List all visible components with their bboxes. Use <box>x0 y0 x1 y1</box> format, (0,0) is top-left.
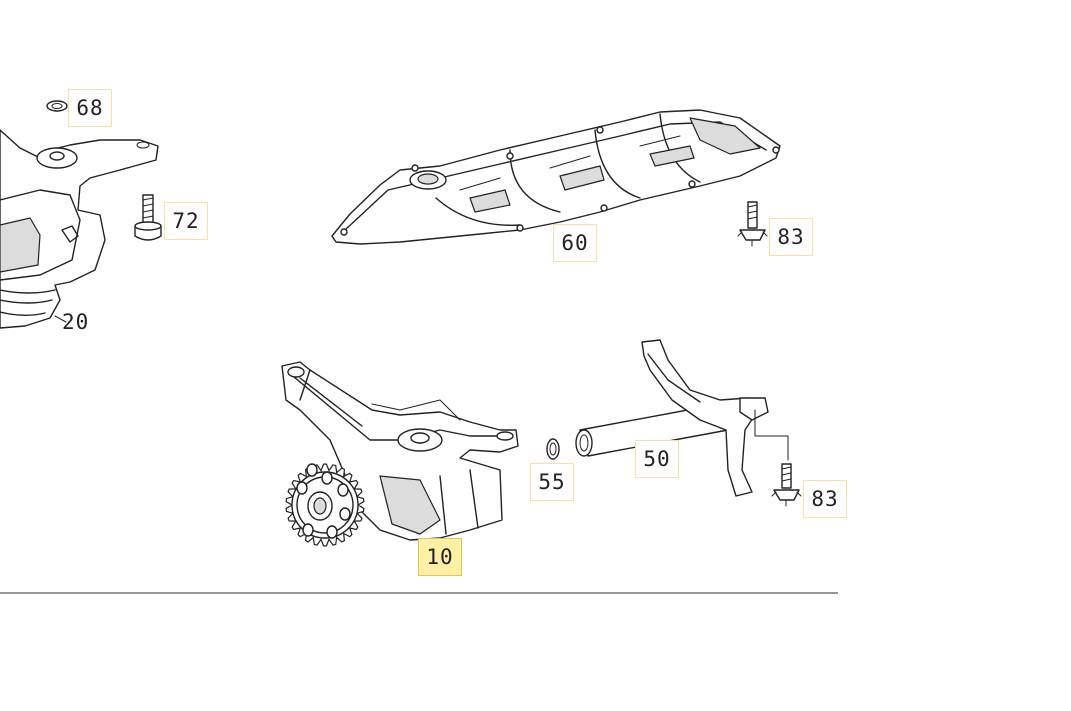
part-60-baffle-plate <box>331 109 781 245</box>
part-55-o-ring <box>546 438 560 460</box>
part-68-o-ring <box>46 100 68 112</box>
label-20[interactable]: 20 <box>62 310 90 334</box>
callout-83-bottom[interactable]: 83 <box>803 480 847 518</box>
callout-50[interactable]: 50 <box>635 440 679 478</box>
callout-55[interactable]: 55 <box>530 463 574 501</box>
part-72-bolt <box>134 194 162 241</box>
callout-10-selected[interactable]: 10 <box>418 538 462 576</box>
part-83-bolt-top <box>737 201 768 247</box>
callout-68[interactable]: 68 <box>68 89 112 127</box>
part-50-oil-suction-pipe <box>575 339 789 497</box>
part-83-bolt-bottom <box>771 463 802 507</box>
callout-60[interactable]: 60 <box>553 224 597 262</box>
callout-83-top[interactable]: 83 <box>769 218 813 256</box>
part-20-oil-pump-housing <box>0 129 159 329</box>
callout-72[interactable]: 72 <box>164 202 208 240</box>
part-10-oil-pump <box>281 361 519 547</box>
